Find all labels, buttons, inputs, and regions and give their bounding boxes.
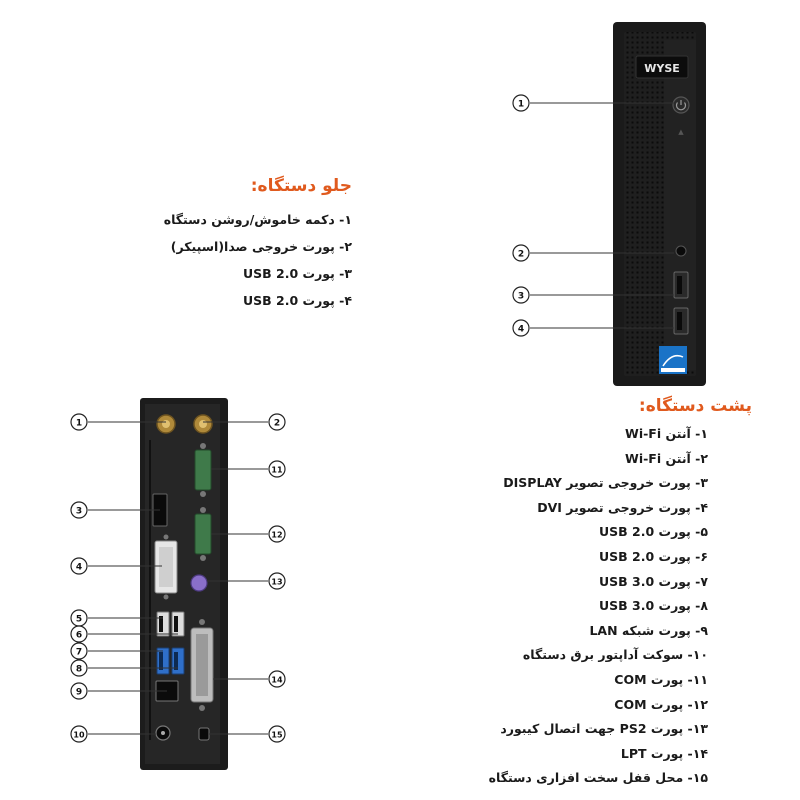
brand-logo: WYSE [644,62,680,75]
svg-text:▲: ▲ [678,128,684,136]
back-legend-item: ۶- پورت USB 2.0 [598,548,708,564]
usb2-port-icon [156,611,170,637]
back-callout-10: 10 [73,731,85,740]
front-callouts: 1 2 3 4 [512,94,530,337]
back-callout-3: 3 [76,507,82,517]
usb3-port-icon [171,647,185,675]
back-callout-11: 11 [271,466,283,475]
front-legend-item: ۴- پورت USB 2.0 [242,293,352,308]
back-legend-item: ۷- پورت USB 3.0 [598,573,708,589]
back-legend-item: ۱- آنتن Wi-Fi [625,426,708,441]
back-legend-item: ۴- پورت خروجی تصویر DVI [537,499,708,515]
back-callout-12: 12 [271,531,282,540]
front-callout-1: 1 [518,100,524,110]
front-leader-lines [530,102,674,329]
back-callout-8: 8 [76,665,82,675]
back-callout-13: 13 [271,578,282,587]
front-legend-item: ۲- پورت خروجی صدا(اسپیکر) [170,239,352,254]
front-legend-item: ۱- دکمه خاموش/روشن دستگاه [163,212,352,227]
usb2-port-icon [171,611,185,637]
audio-jack-icon [675,245,687,257]
back-legend-item: ۱۱- پورت COM [614,671,708,687]
back-device [140,398,228,770]
back-legend-item: ۱۰- سوکت آداپتور برق دستگاه [522,647,708,663]
front-device: WYSE ▲ [613,22,706,386]
back-callout-7: 7 [76,648,82,658]
back-legend-item: ۱۴- پورت LPT [620,745,708,761]
com-port-icon [194,443,212,497]
front-callout-3: 3 [518,292,524,302]
back-callout-9: 9 [76,688,82,698]
front-legend-item: ۳- پورت USB 2.0 [242,266,352,281]
back-callouts: 1 2 3 4 5 6 7 8 9 10 11 12 13 14 15 [70,413,286,743]
brand-plate [635,55,689,79]
back-callout-6: 6 [76,631,82,641]
lock-slot-icon [198,727,210,741]
com-port-icon [194,507,212,561]
dvi-port-icon [154,534,178,600]
back-legend-item: ۱۵- محل قفل سخت افزاری دستگاه [488,770,708,786]
back-legend-item: ۹- پورت شبکه LAN [589,622,708,638]
back-leader-lines [88,421,268,735]
wifi-antenna-icon [156,414,176,434]
back-callout-5: 5 [76,615,82,625]
back-legend-item: ۱۲- پورت COM [614,696,708,712]
back-legend-item: ۲- آنتن Wi-Fi [625,450,708,466]
back-legend-item: ۸- پورت USB 3.0 [598,598,708,614]
back-legend-item: ۱۳- پورت PS2 جهت اتصال کیبورد [500,721,708,737]
back-callout-4: 4 [76,563,82,573]
front-callout-2: 2 [518,250,524,260]
back-callout-15: 15 [271,731,283,740]
wifi-antenna-icon [193,414,213,434]
front-callout-4: 4 [518,325,524,335]
ps2-port-icon [190,574,208,592]
back-legend-item: ۵- پورت USB 2.0 [598,524,708,540]
back-heading: پشت دستگاه: [638,396,752,416]
back-legend-item: ۳- پورت خروجی تصویر DISPLAY [503,475,708,491]
back-legend-list: ۱- آنتن Wi-Fi ۲- آنتن Wi-Fi ۳- پورت خروج… [489,422,708,791]
back-callout-2: 2 [274,419,280,429]
front-legend-list: ۱- دکمه خاموش/روشن دستگاه ۲- پورت خروجی … [164,206,352,314]
lpt-port-icon [190,619,214,711]
usb3-port-icon [156,647,170,675]
back-callout-1: 1 [76,419,82,429]
back-callout-14: 14 [271,676,283,685]
front-heading: جلو دستگاه: [250,176,352,196]
